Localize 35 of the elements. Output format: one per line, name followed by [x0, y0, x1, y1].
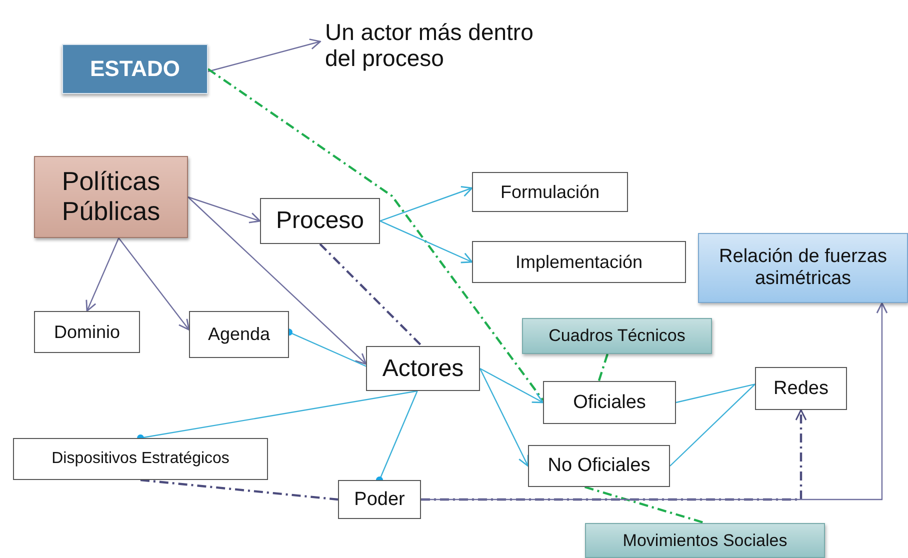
main-concept-box: Políticas Públicas — [34, 156, 188, 238]
concept-box: Proceso — [260, 198, 380, 244]
concept-box: Implementación — [472, 241, 686, 283]
arrow — [421, 302, 888, 500]
connector-line — [676, 384, 756, 404]
arrow — [480, 368, 544, 404]
result-box: Relación de fuerzas asimétricas — [698, 233, 908, 303]
connector-line — [598, 354, 609, 382]
arrow — [380, 186, 473, 222]
concept-box: Oficiales — [543, 381, 676, 424]
concept-box: Poder — [338, 480, 421, 519]
arrow — [188, 196, 367, 365]
arrow — [208, 38, 321, 72]
arrow — [118, 238, 190, 330]
connector-line — [584, 486, 706, 524]
concept-box: Formulación — [472, 172, 628, 212]
connector-line — [207, 68, 544, 401]
group-box: Cuadros Técnicos — [522, 318, 712, 354]
group-box: Movimientos Sociales — [585, 523, 825, 558]
arrow — [188, 196, 261, 224]
concept-box: No Oficiales — [528, 445, 670, 487]
arrow — [421, 409, 807, 501]
concept-box: Agenda — [189, 311, 289, 358]
note-text: Un actor más dentro del proceso — [325, 10, 561, 80]
connector-line — [140, 478, 338, 501]
arrow — [380, 220, 473, 264]
concept-box: Redes — [755, 367, 847, 410]
concept-box: Dispositivos Estratégicos — [13, 438, 268, 480]
connector-line — [670, 384, 756, 466]
arrow — [479, 368, 529, 467]
state-box: ESTADO — [62, 44, 208, 94]
connector-line — [319, 243, 423, 347]
arrow — [86, 238, 120, 312]
concept-box: Dominio — [34, 311, 140, 353]
concept-box: Actores — [366, 346, 480, 391]
